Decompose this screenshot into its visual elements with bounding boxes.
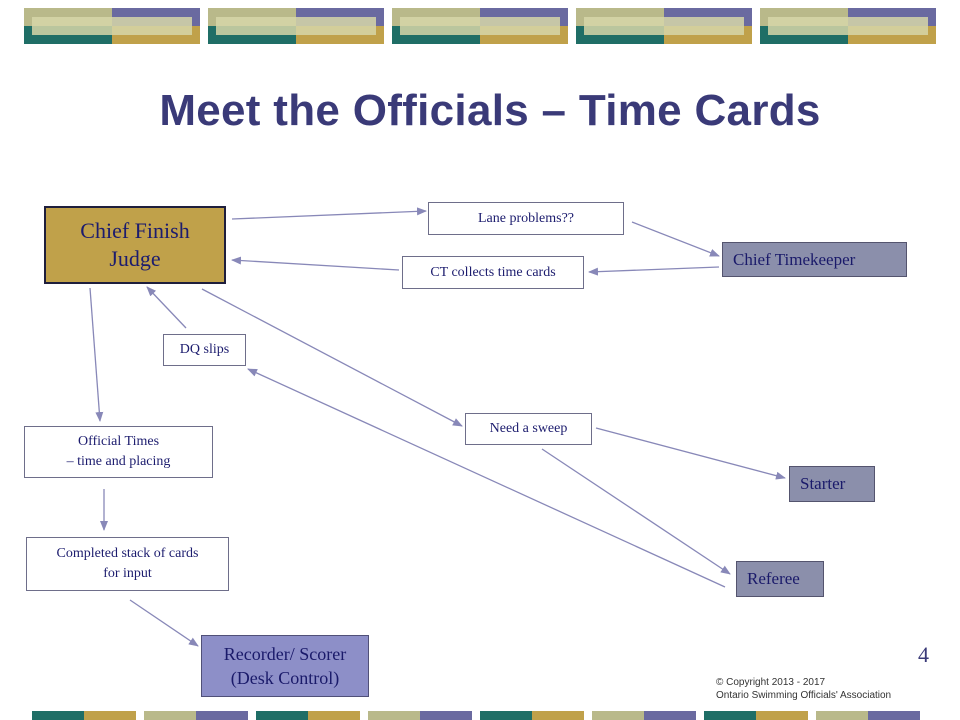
top-decorative-band (0, 8, 960, 44)
bottom-decorative-band (0, 711, 960, 720)
decorative-block (392, 8, 568, 44)
chief-finish-judge-line1: Chief Finish (80, 218, 190, 243)
chief-finish-judge-line2: Judge (109, 246, 161, 271)
arrow-referee-to-dq-slips (247, 368, 726, 588)
lane-problems-box: Lane problems?? (428, 202, 624, 235)
copyright-line2: Ontario Swimming Officials' Association (716, 690, 892, 701)
arrow-chief-timekeeper-to-ct-collects (588, 266, 720, 276)
completed-stack-line1: Completed stack of cards (56, 546, 199, 561)
recorder-line1: Recorder/ Scorer (223, 644, 347, 664)
page-number: 4 (918, 642, 929, 667)
official-times-line1: Official Times (77, 434, 160, 449)
arrow-lane-problems-to-chief-timekeeper (631, 221, 720, 257)
chief-finish-judge-box: Chief Finish Judge (44, 206, 226, 284)
arrow-need-sweep-to-starter (595, 427, 786, 480)
arrow-ct-collects-to-cfj (231, 256, 400, 271)
recorder-line2: (Desk Control) (230, 668, 340, 688)
arrow-dq-slips-to-cfj (146, 286, 187, 329)
arrow-cfj-to-official-times (89, 287, 104, 422)
official-times-line2: – time and placing (66, 454, 171, 469)
ct-collects-box: CT collects time cards (402, 256, 584, 289)
arrow-need-sweep-to-referee (541, 448, 731, 575)
completed-stack-line2: for input (103, 566, 152, 581)
copyright-line1: © Copyright 2013 - 2017 (716, 677, 826, 688)
copyright-notice: © Copyright 2013 - 2017 Ontario Swimming… (716, 676, 891, 702)
slide-title: Meet the Officials – Time Cards (159, 86, 821, 135)
arrow-cfj-to-need-sweep (201, 288, 463, 427)
chief-timekeeper-box: Chief Timekeeper (722, 242, 907, 277)
starter-box: Starter (789, 466, 875, 502)
recorder-scorer-box: Recorder/ Scorer (Desk Control) (201, 635, 369, 697)
decorative-block (576, 8, 752, 44)
arrow-completed-stack-to-recorder (129, 599, 199, 647)
need-sweep-box: Need a sweep (465, 413, 592, 445)
completed-stack-box: Completed stack of cards for input (26, 537, 229, 591)
arrow-cfj-to-lane-problems (231, 207, 427, 220)
referee-box: Referee (736, 561, 824, 597)
official-times-box: Official Times – time and placing (24, 426, 213, 478)
dq-slips-box: DQ slips (163, 334, 246, 366)
decorative-block (24, 8, 200, 44)
decorative-block (760, 8, 936, 44)
decorative-block (208, 8, 384, 44)
